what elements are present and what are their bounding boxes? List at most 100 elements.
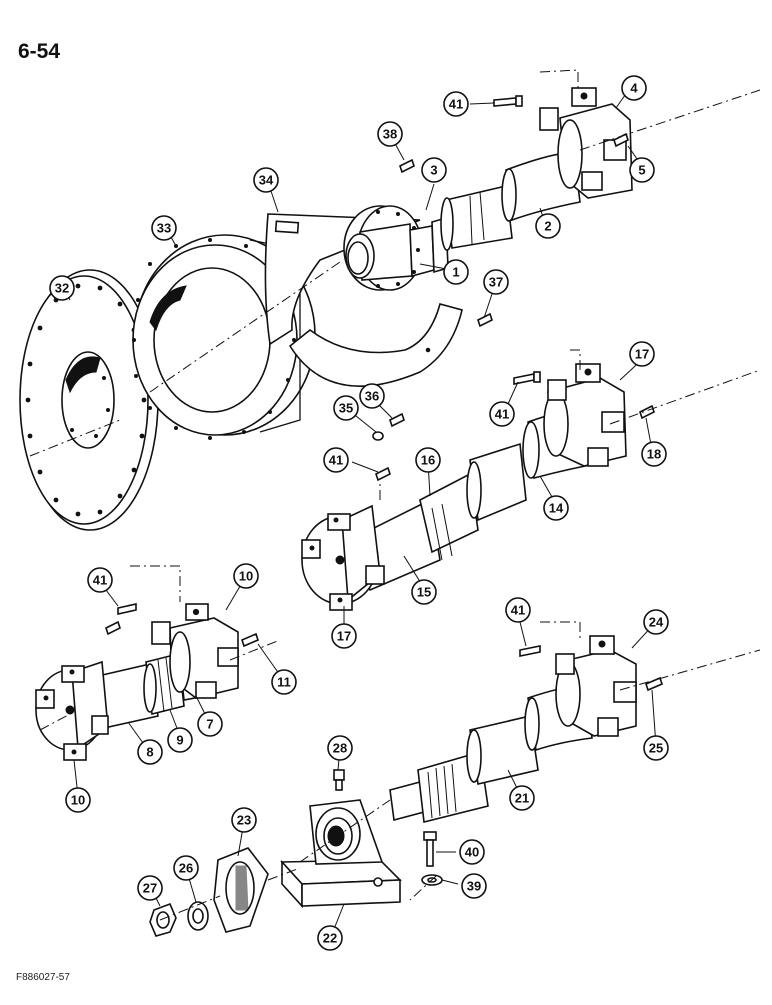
callout-label: 41 <box>93 573 107 588</box>
callout-8: 8 <box>137 739 163 765</box>
callout-label: 39 <box>467 879 481 894</box>
callout-label: 32 <box>55 281 69 296</box>
callout-41-lower: 41 <box>505 597 531 623</box>
callout-label: 22 <box>323 931 337 946</box>
callout-label: 41 <box>449 97 463 112</box>
callout-label: 18 <box>647 447 661 462</box>
grease-fitting <box>333 769 345 791</box>
callout-label: 4 <box>630 81 638 96</box>
callouts: 41 4 38 5 3 34 33 2 1 37 32 17 36 35 41 … <box>49 75 669 951</box>
callout-28: 28 <box>327 735 353 761</box>
center-lines <box>29 69 761 921</box>
callout-label: 33 <box>157 221 171 236</box>
callout-label: 7 <box>206 717 213 732</box>
callout-33: 33 <box>151 215 177 241</box>
callout-41: 41 <box>443 91 469 117</box>
callout-17-top: 17 <box>629 341 655 367</box>
driveshaft-upper <box>431 152 581 274</box>
callout-label: 28 <box>333 741 347 756</box>
callout-label: 38 <box>383 127 397 142</box>
callout-15: 15 <box>411 579 437 605</box>
callout-label: 15 <box>417 585 431 600</box>
yoke-upper <box>539 87 633 199</box>
callout-41-mid: 41 <box>323 447 349 473</box>
callout-39: 39 <box>461 873 487 899</box>
callout-36: 36 <box>359 383 385 409</box>
callout-label: 41 <box>495 407 509 422</box>
callout-16: 16 <box>415 447 441 473</box>
driveshaft-left <box>35 603 239 761</box>
callout-label: 41 <box>329 453 343 468</box>
callout-2: 2 <box>535 213 561 239</box>
callout-label: 10 <box>71 793 85 808</box>
callout-label: 9 <box>176 733 183 748</box>
callout-1: 1 <box>443 259 469 285</box>
callout-label: 25 <box>649 741 663 756</box>
callout-14: 14 <box>543 495 569 521</box>
washer <box>187 901 209 931</box>
callout-label: 37 <box>489 275 503 290</box>
callout-27: 27 <box>137 875 163 901</box>
callout-32: 32 <box>49 275 75 301</box>
housing-ring <box>132 234 316 440</box>
callout-label: 5 <box>638 163 645 178</box>
callout-label: 41 <box>511 603 525 618</box>
flange-hub <box>343 205 435 291</box>
callout-24: 24 <box>643 609 669 635</box>
callout-label: 27 <box>143 881 157 896</box>
callout-label: 2 <box>544 219 551 234</box>
flywheel-plate <box>19 269 159 531</box>
callout-label: 10 <box>239 569 253 584</box>
callout-label: 8 <box>146 745 153 760</box>
callout-22: 22 <box>317 925 343 951</box>
callout-3: 3 <box>421 157 447 183</box>
figure-code: F886027-57 <box>16 972 70 983</box>
callout-37: 37 <box>483 269 509 295</box>
callout-label: 14 <box>549 501 564 516</box>
callout-label: 36 <box>365 389 379 404</box>
nut <box>149 902 177 937</box>
page-number: 6-54 <box>18 40 61 63</box>
callout-34: 34 <box>253 167 279 193</box>
callout-7: 7 <box>197 711 223 737</box>
callout-label: 17 <box>337 629 351 644</box>
callout-11: 11 <box>271 669 297 695</box>
slip-yoke <box>213 847 269 933</box>
callout-10-top: 10 <box>233 563 259 589</box>
callout-label: 16 <box>421 453 435 468</box>
callout-5: 5 <box>629 157 655 183</box>
callout-23: 23 <box>231 807 257 833</box>
callout-label: 24 <box>649 615 664 630</box>
driveshaft-lower <box>389 635 637 823</box>
callout-label: 21 <box>515 791 529 806</box>
callout-label: 11 <box>277 675 291 690</box>
callout-4: 4 <box>621 75 647 101</box>
callout-label: 40 <box>465 845 479 860</box>
callout-label: 23 <box>237 813 251 828</box>
callout-label: 17 <box>635 347 649 362</box>
callout-label: 35 <box>339 401 353 416</box>
callout-9: 9 <box>167 727 193 753</box>
callout-41-mid-right: 41 <box>489 401 515 427</box>
callout-21: 21 <box>509 785 535 811</box>
yoke-middle-right <box>543 363 627 467</box>
callout-35: 35 <box>333 395 359 421</box>
pillow-block-bearing <box>280 799 402 909</box>
callout-10-bottom: 10 <box>65 787 91 813</box>
callout-38: 38 <box>377 121 403 147</box>
callout-label: 1 <box>452 265 459 280</box>
callout-17-bottom: 17 <box>331 623 357 649</box>
callout-26: 26 <box>173 855 199 881</box>
callout-label: 34 <box>259 173 274 188</box>
callout-label: 3 <box>430 163 437 178</box>
callout-41-left: 41 <box>87 567 113 593</box>
callout-label: 26 <box>179 861 193 876</box>
callout-25: 25 <box>643 735 669 761</box>
small-bolts <box>105 95 663 692</box>
bolt-40 <box>423 831 437 867</box>
callout-18: 18 <box>641 441 667 467</box>
flange-yoke-middle <box>301 504 385 611</box>
callout-40: 40 <box>459 839 485 865</box>
